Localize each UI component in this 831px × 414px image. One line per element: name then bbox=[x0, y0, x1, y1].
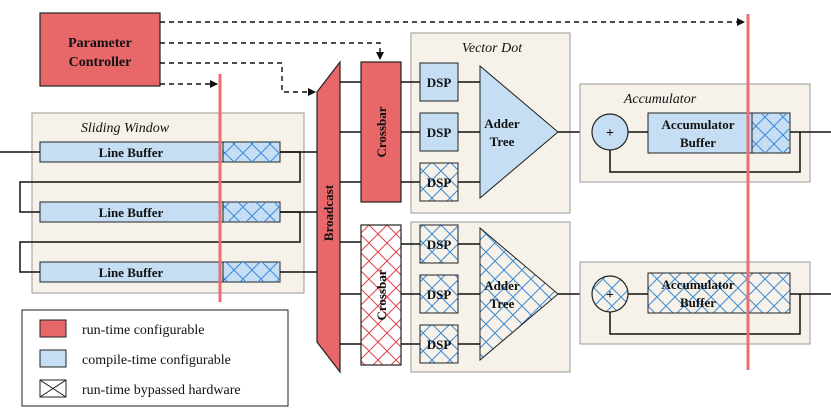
adder-label-line2: Tree bbox=[490, 134, 515, 149]
dsp-label: DSP bbox=[427, 237, 452, 252]
legend-runtime-label: run-time configurable bbox=[82, 323, 204, 338]
line-buffer-1: Line Buffer bbox=[39, 141, 281, 163]
line-buffer-2: Line Buffer bbox=[39, 201, 281, 223]
accumulator-block-top: Accumulator + Accumulator Buffer bbox=[579, 83, 811, 183]
plus-label: + bbox=[606, 126, 614, 141]
dsp-unit: DSP bbox=[419, 62, 459, 102]
dsp-label: DSP bbox=[427, 75, 452, 90]
dsp-unit-bypassed: DSP bbox=[419, 274, 459, 314]
dsp-label: DSP bbox=[427, 175, 452, 190]
sliding-window-wires bbox=[0, 151, 317, 273]
legend-compile-label: compile-time configurable bbox=[82, 353, 231, 368]
adder-circle: + bbox=[591, 113, 629, 151]
sliding-window-block: Sliding Window Line Buffer Line Buffer L… bbox=[31, 112, 305, 294]
control-arrow-crossbar bbox=[160, 42, 384, 60]
control-arrow-broadcast bbox=[160, 62, 316, 96]
vector-dot-title: Vector Dot bbox=[462, 41, 523, 56]
dsp-unit-bypassed: DSP bbox=[419, 162, 459, 202]
sliding-window-title: Sliding Window bbox=[81, 121, 170, 136]
accumulator-top-wires bbox=[609, 131, 831, 173]
line-buffer-3: Line Buffer bbox=[39, 261, 281, 283]
legend-bypassed-label: run-time bypassed hardware bbox=[82, 383, 241, 398]
adder-label-line1: Adder bbox=[484, 116, 520, 131]
controller-label-line1: Parameter bbox=[68, 36, 132, 51]
control-signals bbox=[160, 18, 745, 96]
legend-item-bypassed: run-time bypassed hardware bbox=[39, 379, 241, 398]
adder-label-line2: Tree bbox=[490, 296, 515, 311]
dsp-unit-bypassed: DSP bbox=[419, 324, 459, 364]
plus-label: + bbox=[606, 288, 614, 303]
accumulator-title: Accumulator bbox=[623, 92, 697, 107]
legend-item-runtime: run-time configurable bbox=[39, 319, 204, 338]
line-buffer-label: Line Buffer bbox=[99, 205, 164, 220]
legend: run-time configurable compile-time confi… bbox=[21, 309, 289, 407]
buffer-label-line2: Buffer bbox=[680, 135, 716, 150]
controller-label-line2: Controller bbox=[69, 55, 132, 70]
dsp-unit: DSP bbox=[419, 112, 459, 152]
broadcast-crossbar-wires bbox=[340, 81, 361, 345]
adder-label-line1: Adder bbox=[484, 278, 520, 293]
buffer-label-line1: Accumulator bbox=[662, 277, 735, 292]
parameter-controller: Parameter Controller bbox=[39, 12, 161, 87]
buffer-label-line2: Buffer bbox=[680, 295, 716, 310]
crossbar-top: Crossbar bbox=[360, 61, 402, 203]
crossbar-label: Crossbar bbox=[374, 269, 389, 320]
broadcast-unit: Broadcast bbox=[316, 60, 341, 374]
adder-circle-bypassed: + bbox=[591, 275, 629, 313]
accumulator-buffer-bypassed: Accumulator Buffer bbox=[647, 272, 791, 314]
crossbar-label: Crossbar bbox=[374, 106, 389, 157]
vector-dot-block-bottom: DSP DSP DSP Adder Tree bbox=[410, 221, 571, 373]
buffer-label-line1: Accumulator bbox=[662, 117, 735, 132]
line-buffer-label: Line Buffer bbox=[99, 145, 164, 160]
broadcast-label: Broadcast bbox=[321, 184, 336, 241]
legend-item-compile: compile-time configurable bbox=[39, 349, 231, 368]
dsp-label: DSP bbox=[427, 287, 452, 302]
vector-dot-top-wires bbox=[401, 81, 590, 183]
crossbar-bottom: Crossbar bbox=[360, 224, 402, 366]
dsp-unit-bypassed: DSP bbox=[419, 224, 459, 264]
vector-dot-block-top: Vector Dot DSP DSP DSP Adder Tree bbox=[410, 32, 571, 214]
adder-tree-top: Adder Tree bbox=[479, 64, 559, 200]
dsp-label: DSP bbox=[427, 125, 452, 140]
line-buffer-label: Line Buffer bbox=[99, 265, 164, 280]
accumulator-bottom-wires bbox=[609, 293, 831, 335]
accumulator-buffer: Accumulator Buffer bbox=[647, 112, 791, 154]
dsp-label: DSP bbox=[427, 337, 452, 352]
accumulator-block-bottom: + Accumulator Buffer bbox=[579, 261, 811, 345]
